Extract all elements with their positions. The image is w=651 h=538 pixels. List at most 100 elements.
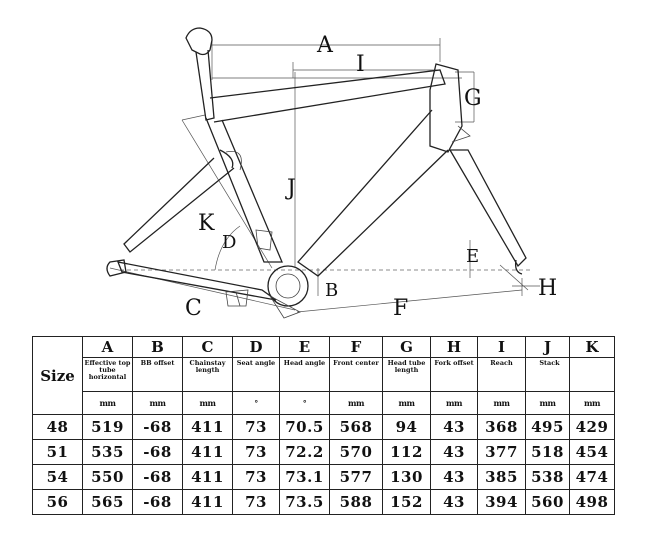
value-cell: 43 [430,414,478,440]
table-row: 54 550 -68 411 73 73.1 577 130 43 385 53… [32,464,615,490]
table-row: 48 519 -68 411 73 70.5 568 94 43 368 495… [32,414,615,440]
value-cell: 377 [477,439,526,465]
col-letter-e: E [279,336,330,358]
col-unit-e: ° [279,391,330,415]
value-cell: 570 [329,439,383,465]
label-e: E [466,246,479,267]
value-cell: 538 [525,464,570,490]
label-h: H [538,276,557,301]
value-cell: 94 [382,414,431,440]
col-unit-d: ° [232,391,280,415]
value-cell: 429 [569,414,615,440]
col-desc-b: BB offset [132,357,183,392]
value-cell: 368 [477,414,526,440]
value-cell: 70.5 [279,414,330,440]
size-cell: 51 [32,439,83,465]
value-cell: 43 [430,439,478,465]
col-letter-g: G [382,336,431,358]
col-unit-a: mm [82,391,133,415]
col-letter-b: B [132,336,183,358]
value-cell: 560 [525,489,570,515]
col-desc-d: Seat angle [232,357,280,392]
col-unit-g: mm [382,391,431,415]
value-cell: 411 [182,439,233,465]
value-cell: -68 [132,439,183,465]
value-cell: 588 [329,489,383,515]
value-cell: -68 [132,464,183,490]
col-letter-a: A [82,336,133,358]
value-cell: 73 [232,464,280,490]
value-cell: 519 [82,414,133,440]
dimension-lines [109,38,540,313]
col-letter-j: J [525,336,570,358]
label-i: I [356,52,365,77]
value-cell: 411 [182,464,233,490]
size-cell: 54 [32,464,83,490]
value-cell: 577 [329,464,383,490]
value-cell: 411 [182,414,233,440]
value-cell: 498 [569,489,615,515]
label-b: B [325,280,338,301]
col-desc-h: Fork offset [430,357,478,392]
size-cell: 48 [32,414,83,440]
label-j: J [285,176,296,201]
table-header-units: mm mm mm ° ° mm mm mm mm mm mm [33,391,615,415]
value-cell: 43 [430,489,478,515]
value-cell: 43 [430,464,478,490]
value-cell: 73 [232,489,280,515]
col-letter-d: D [232,336,280,358]
value-cell: 535 [82,439,133,465]
value-cell: 550 [82,464,133,490]
value-cell: -68 [132,414,183,440]
col-letter-c: C [182,336,233,358]
col-desc-e: Head angle [279,357,330,392]
value-cell: 73.1 [279,464,330,490]
col-letter-h: H [430,336,478,358]
label-a: A [316,33,334,58]
value-cell: 568 [329,414,383,440]
col-letter-i: I [477,336,526,358]
value-cell: 411 [182,489,233,515]
value-cell: 394 [477,489,526,515]
col-unit-f: mm [329,391,383,415]
label-f: F [393,296,408,321]
col-desc-a: Effective top tube horizontal [82,357,133,392]
value-cell: 474 [569,464,615,490]
value-cell: 112 [382,439,431,465]
value-cell: 130 [382,464,431,490]
value-cell: 565 [82,489,133,515]
value-cell: 495 [525,414,570,440]
col-desc-g: Head tube length [382,357,431,392]
value-cell: 73 [232,439,280,465]
value-cell: -68 [132,489,183,515]
col-letter-f: F [329,336,383,358]
value-cell: 72.2 [279,439,330,465]
col-letter-k: K [569,336,615,358]
col-unit-b: mm [132,391,183,415]
col-desc-c: Chainstay length [182,357,233,392]
label-g: G [464,86,482,111]
label-c: C [185,296,202,321]
col-unit-c: mm [182,391,233,415]
dimension-labels: A I G J K D E B C F H [185,33,557,321]
col-unit-j: mm [525,391,570,415]
label-k: K [198,211,215,236]
col-unit-i: mm [477,391,526,415]
value-cell: 73.5 [279,489,330,515]
value-cell: 152 [382,489,431,515]
table-row: 51 535 -68 411 73 72.2 570 112 43 377 51… [32,439,615,465]
value-cell: 73 [232,414,280,440]
table-header-letters: Size A B C D E F G H I J K [32,336,615,415]
size-header: Size [32,336,83,415]
bike-frame [106,27,527,319]
value-cell: 454 [569,439,615,465]
table-row: 56 565 -68 411 73 73.5 588 152 43 394 56… [32,489,615,515]
geometry-table: Size A B C D E F G H I J K Effective top… [32,336,615,515]
size-cell: 56 [32,489,83,515]
col-desc-f: Front center [329,357,383,392]
col-desc-k [569,357,615,392]
col-desc-j: Stack [525,357,570,392]
table-header-descriptions: Effective top tube horizontal BB offset … [33,357,615,392]
value-cell: 518 [525,439,570,465]
col-desc-i: Reach [477,357,526,392]
